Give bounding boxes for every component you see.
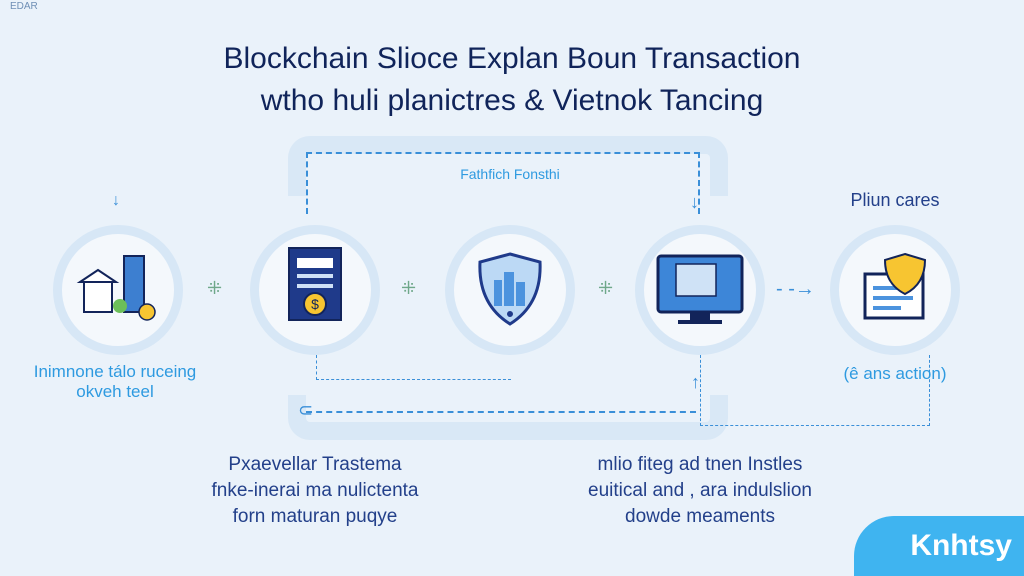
description-2: mlio fiteg ad tnen Instles euitical and … (545, 452, 855, 530)
return-arrow-icon: ⊂ (298, 400, 314, 420)
up-arrow-icon: ↑ (691, 372, 700, 392)
flow-label: Fathfich Fonsthi (460, 166, 560, 182)
step-1-label: Inimnone tálo ruceing okveh teel (0, 362, 230, 402)
step-5-top-label: Pliun cares (850, 190, 940, 210)
step-circle-4 (635, 225, 765, 355)
monitor-icon (656, 254, 744, 324)
desc-line: euitical and , ara indulslion (588, 480, 812, 501)
desc-line: Pxaevellar Trastema (228, 454, 402, 475)
left-down-arrow-icon: ↓ (112, 192, 120, 209)
top-flow-track (288, 136, 728, 196)
page-title-line1: Blockchain Slioce Explan Boun Transactio… (223, 42, 801, 75)
label-line: okveh teel (76, 382, 154, 401)
step-circle-1 (53, 225, 183, 355)
right-connector (700, 355, 930, 426)
top-flow-dashed-line (306, 152, 700, 214)
document-shield-icon (863, 252, 927, 320)
desc-line: dowde meaments (625, 506, 775, 527)
down-arrow-icon: ↓ (690, 192, 699, 212)
brand-logo: Knhtsy (854, 516, 1024, 576)
desc-line: mlio fiteg ad tnen Instles (597, 454, 803, 475)
description-1: Pxaevellar Trastema fnke-inerai ma nulic… (170, 452, 460, 530)
step-circle-2: $ (250, 225, 380, 355)
bottom-flow-track (288, 395, 728, 440)
bottom-flow-dashed-line (306, 411, 696, 413)
document-dollar-icon: $ (288, 247, 342, 321)
svg-text:$: $ (311, 296, 319, 312)
desc-line: fnke-inerai ma nulictenta (211, 480, 419, 501)
connector-sparkle-icon: ⁜ (401, 278, 417, 298)
connector-sparkle-icon: ⁜ (207, 278, 223, 298)
corner-mark: EDAR (10, 1, 38, 12)
buildings-icon (76, 255, 156, 321)
shield-city-icon (478, 252, 542, 326)
step-5-label: (ê ans action) (843, 364, 947, 383)
lower-connector (316, 355, 511, 380)
step-circle-5 (830, 225, 960, 355)
page-title-line2: wtho huli planictres & Vietnok Tancing (260, 84, 764, 117)
label-line: Inimnone tálo ruceing (33, 362, 197, 381)
step-circle-3 (445, 225, 575, 355)
connector-sparkle-icon: ⁜ (598, 278, 614, 298)
right-arrow-icon: - -→ (776, 278, 815, 300)
desc-line: forn maturan puqye (232, 506, 398, 527)
